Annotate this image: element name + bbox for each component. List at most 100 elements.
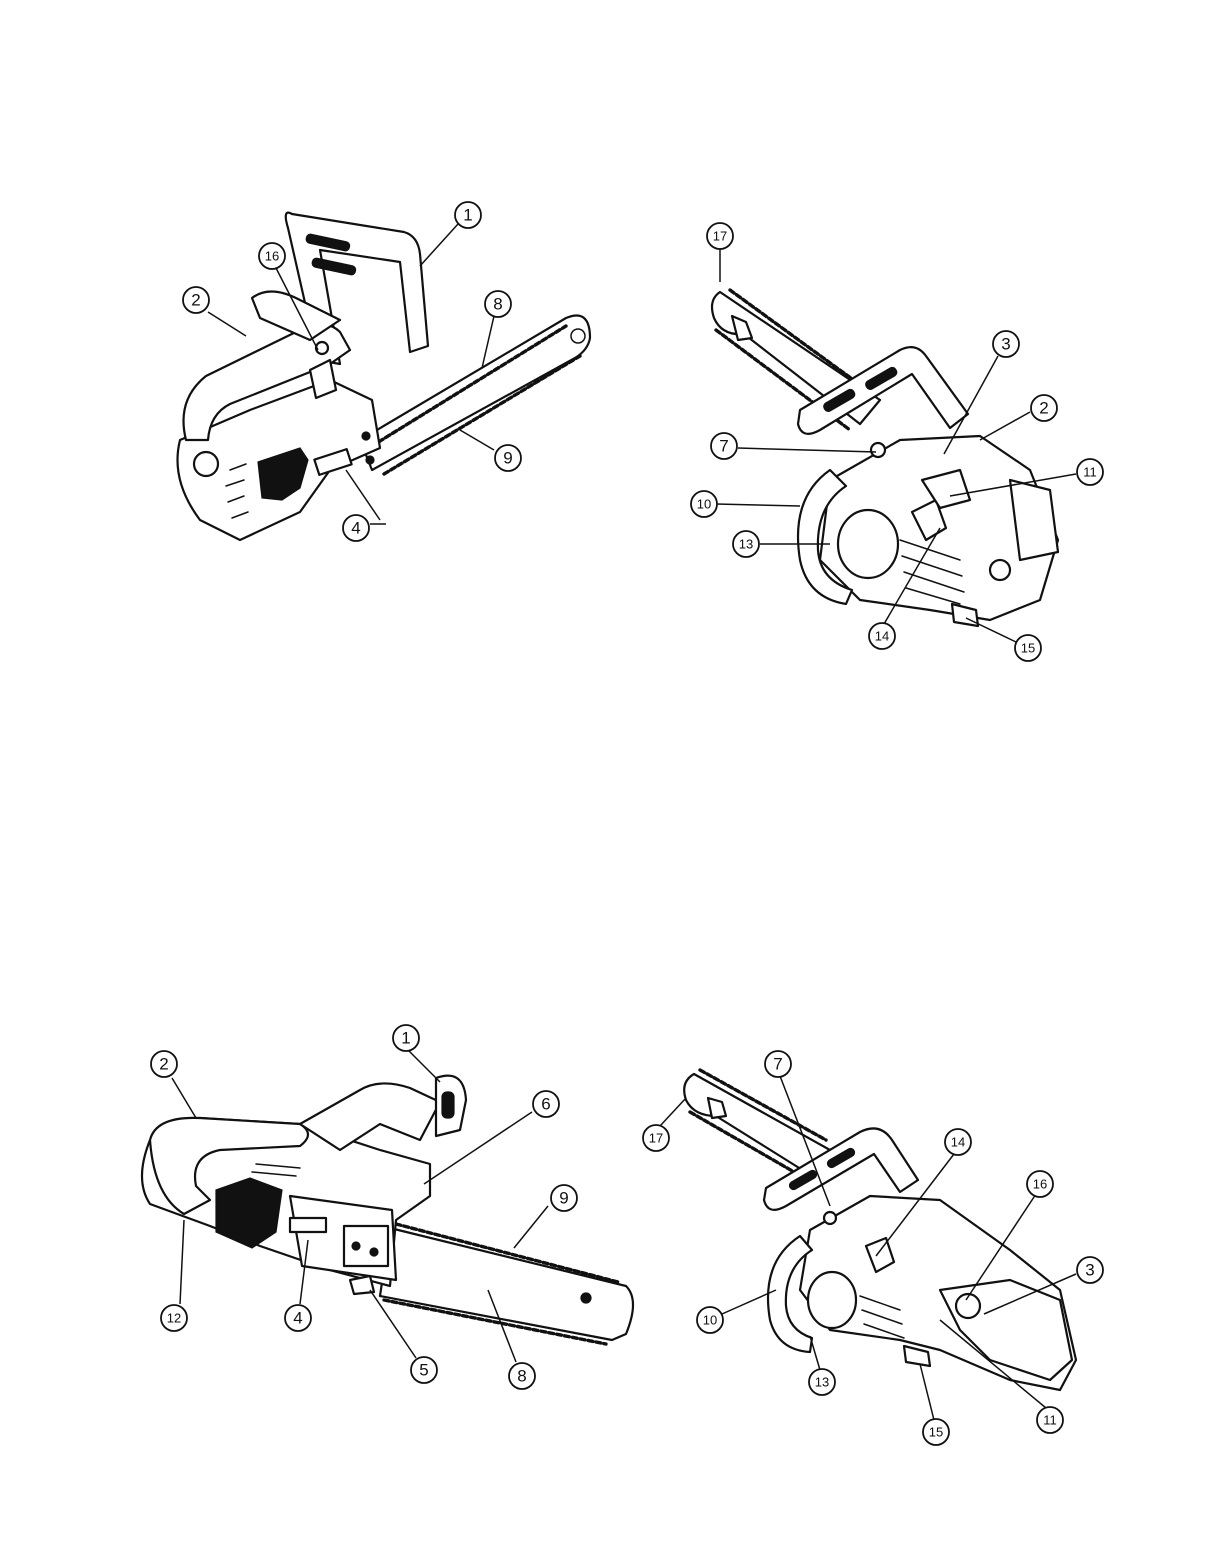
- leader-12: [180, 1220, 184, 1304]
- svg-text:5: 5: [419, 1361, 428, 1380]
- callout-17: 17: [643, 1125, 669, 1151]
- callout-3: 3: [993, 331, 1019, 357]
- svg-text:15: 15: [1021, 641, 1035, 656]
- svg-text:7: 7: [773, 1055, 782, 1074]
- callout-13: 13: [733, 531, 759, 557]
- svg-text:16: 16: [1033, 1177, 1047, 1192]
- svg-text:3: 3: [1001, 335, 1010, 354]
- callout-6: 6: [533, 1091, 559, 1117]
- callout-16: 16: [259, 243, 285, 269]
- callout-2: 2: [151, 1051, 177, 1077]
- svg-text:6: 6: [541, 1095, 550, 1114]
- leader-13: [810, 1336, 820, 1370]
- guide-bar: [684, 1074, 830, 1176]
- callout-14: 14: [945, 1129, 971, 1155]
- leader-1: [408, 1050, 440, 1082]
- figure-top-left-chainsaw: 1 2 16 8 9 4: [178, 202, 591, 541]
- svg-text:1: 1: [401, 1029, 410, 1048]
- svg-text:13: 13: [739, 537, 753, 552]
- svg-text:1: 1: [463, 206, 472, 225]
- leader-10: [716, 504, 800, 506]
- callout-2: 2: [183, 287, 209, 313]
- callout-9: 9: [495, 445, 521, 471]
- svg-text:10: 10: [703, 1313, 717, 1328]
- svg-text:2: 2: [191, 291, 200, 310]
- leader-2: [172, 1078, 196, 1118]
- svg-text:11: 11: [1083, 465, 1097, 480]
- callout-11: 11: [1037, 1407, 1063, 1433]
- bar-nut-1: [362, 432, 370, 440]
- bar-nut-1: [352, 1242, 360, 1250]
- stop-switch: [824, 1212, 836, 1224]
- svg-text:9: 9: [559, 1189, 568, 1208]
- svg-text:14: 14: [951, 1135, 965, 1150]
- leader-1: [420, 224, 458, 266]
- svg-text:7: 7: [719, 437, 728, 456]
- callout-14: 14: [869, 623, 895, 649]
- callout-17: 17: [707, 223, 733, 249]
- callout-7: 7: [711, 433, 737, 459]
- svg-text:4: 4: [293, 1309, 302, 1328]
- svg-text:12: 12: [167, 1311, 181, 1326]
- bar-nut-2: [370, 1248, 378, 1256]
- figure-bottom-right-chainsaw: 7 17 14 16 3 10 13 15 11: [643, 1051, 1103, 1445]
- callout-16: 16: [1027, 1171, 1053, 1197]
- oil-cap: [990, 560, 1010, 580]
- leader-17: [660, 1098, 686, 1126]
- svg-text:17: 17: [649, 1131, 663, 1146]
- figure-top-right-chainsaw: 17 3 2 7 11 10 13 14 15: [691, 223, 1103, 661]
- svg-text:15: 15: [929, 1425, 943, 1440]
- callout-11: 11: [1077, 459, 1103, 485]
- figure-bottom-left-chainsaw: 1 2 6 9 12 4 5 8: [142, 1025, 633, 1389]
- leader-15: [920, 1364, 934, 1420]
- svg-text:3: 3: [1085, 1261, 1094, 1280]
- svg-text:9: 9: [503, 449, 512, 468]
- svg-text:4: 4: [351, 519, 360, 538]
- callout-1: 1: [393, 1025, 419, 1051]
- callout-13: 13: [809, 1369, 835, 1395]
- callout-8: 8: [485, 291, 511, 317]
- starter-cover: [808, 1272, 856, 1328]
- callout-12: 12: [161, 1305, 187, 1331]
- callout-5: 5: [411, 1357, 437, 1383]
- callout-10: 10: [697, 1307, 723, 1333]
- fuel-filler: [904, 1346, 930, 1366]
- callout-4: 4: [285, 1305, 311, 1331]
- leader-7: [738, 448, 876, 452]
- bar-clamp: [344, 1226, 388, 1266]
- leader-2: [208, 312, 246, 336]
- svg-text:10: 10: [697, 497, 711, 512]
- svg-text:17: 17: [713, 229, 727, 244]
- callout-4: 4: [343, 515, 369, 541]
- svg-text:11: 11: [1043, 1413, 1057, 1428]
- guide-bar: [360, 316, 590, 471]
- leader-9: [460, 430, 494, 450]
- svg-text:14: 14: [875, 629, 889, 644]
- callout-2: 2: [1031, 395, 1057, 421]
- svg-text:13: 13: [815, 1375, 829, 1390]
- callout-7: 7: [765, 1051, 791, 1077]
- callout-3: 3: [1077, 1257, 1103, 1283]
- bar-nut-2: [366, 456, 374, 464]
- leader-2: [980, 412, 1030, 440]
- callout-1: 1: [455, 202, 481, 228]
- starter-cover: [838, 510, 898, 578]
- stop-switch: [871, 443, 885, 457]
- callout-9: 9: [551, 1185, 577, 1211]
- svg-text:8: 8: [517, 1367, 526, 1386]
- leader-9: [514, 1206, 548, 1248]
- bar-rivet: [581, 1293, 591, 1303]
- leader-8: [482, 316, 494, 368]
- callout-15: 15: [1015, 635, 1041, 661]
- handle-knob: [194, 452, 218, 476]
- handguard-slot: [442, 1092, 454, 1118]
- svg-text:2: 2: [159, 1055, 168, 1074]
- svg-text:16: 16: [265, 249, 279, 264]
- leader-15: [966, 618, 1016, 642]
- svg-text:8: 8: [493, 295, 502, 314]
- callout-15: 15: [923, 1419, 949, 1445]
- svg-text:2: 2: [1039, 399, 1048, 418]
- callout-8: 8: [509, 1363, 535, 1389]
